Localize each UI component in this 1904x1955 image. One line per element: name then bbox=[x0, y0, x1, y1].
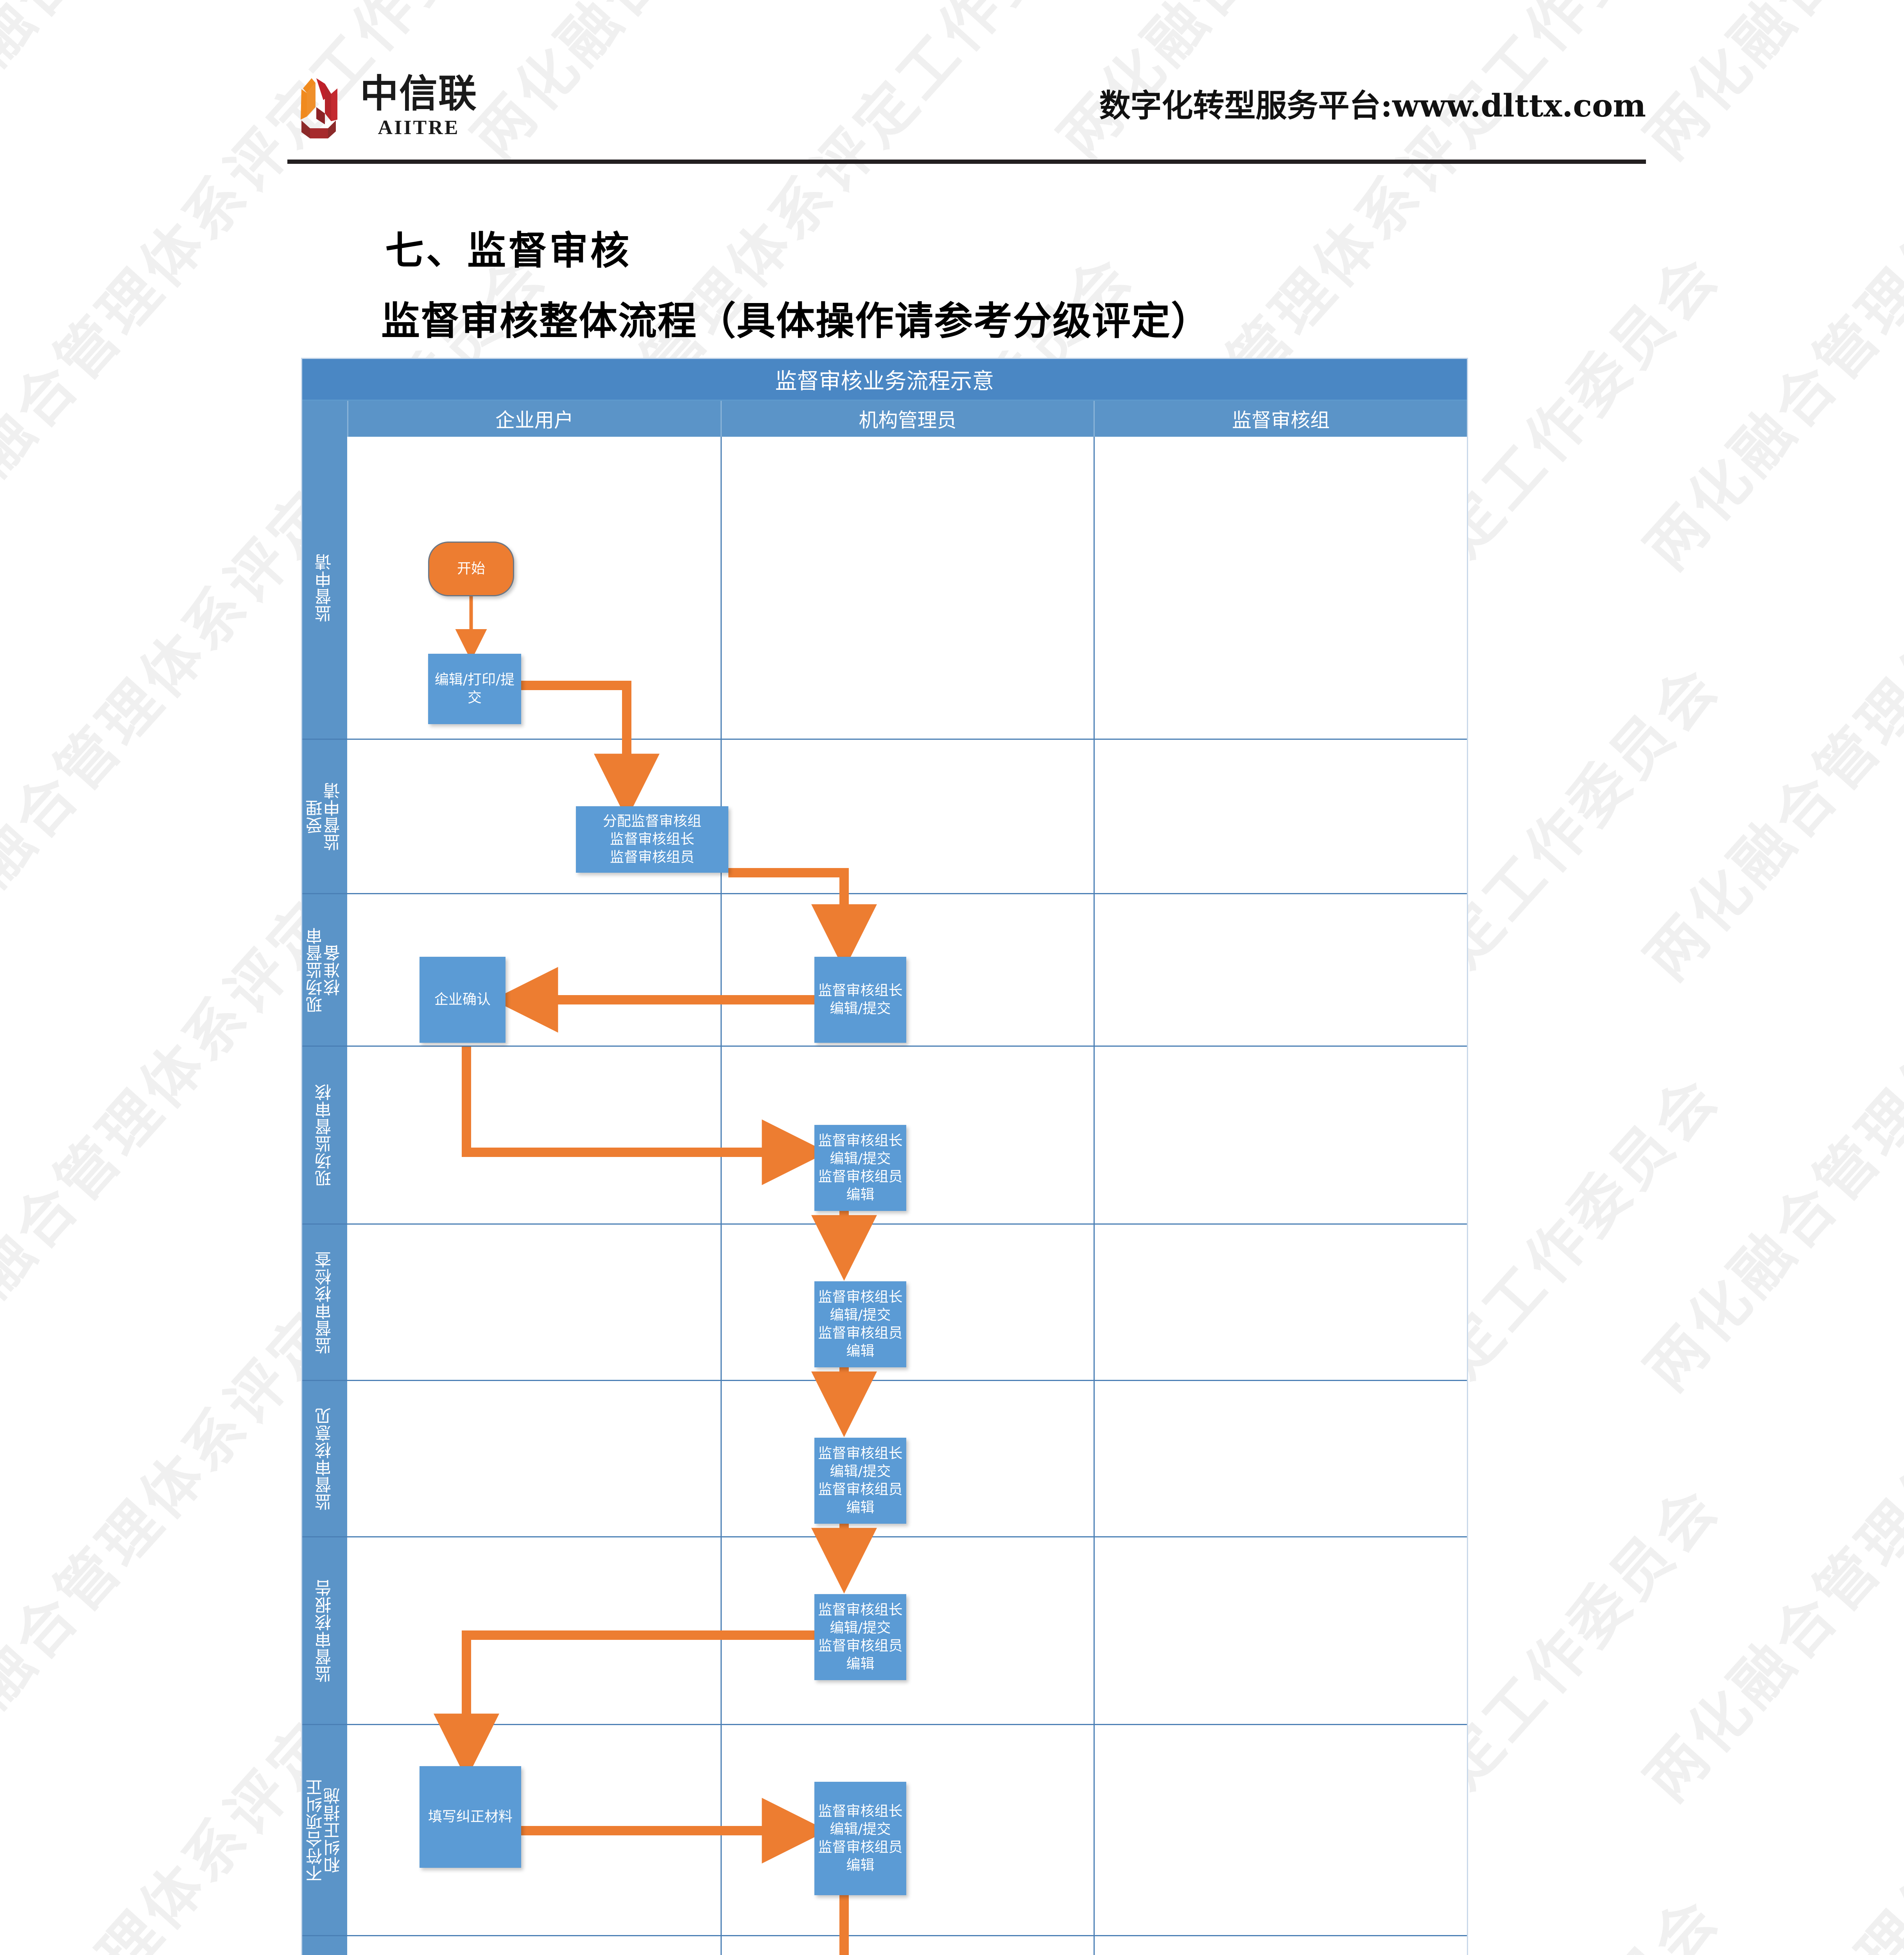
lane-cell bbox=[722, 1047, 1095, 1223]
lane-cell bbox=[1095, 437, 1467, 739]
lane-accept-application: 受理 监督申请 bbox=[302, 740, 1467, 894]
node-assign-supervision-group[interactable]: 分配监督审核组 监督审核组长 监督审核组员 bbox=[576, 806, 728, 873]
node-edit-print-submit[interactable]: 编辑/打印/提交 bbox=[428, 654, 521, 724]
lane-audit-inspection: 监督审核检查 bbox=[302, 1225, 1467, 1381]
watermark-text: 两化融合管理体系评定工作委员会 bbox=[1633, 652, 1904, 1403]
lane-cell bbox=[722, 437, 1095, 739]
lane-label-audit-opinion: 监督审核意见 bbox=[302, 1381, 348, 1536]
lane-label-text: 现场监督审核 bbox=[314, 1083, 334, 1187]
lane-cell bbox=[348, 437, 722, 739]
lane-cell bbox=[348, 1047, 722, 1223]
lane-cell bbox=[348, 894, 722, 1046]
lane-label-audit-report: 监督审核报告 bbox=[302, 1537, 348, 1724]
lane-label-accept-application: 受理 监督申请 bbox=[302, 740, 348, 893]
lane-cell bbox=[348, 1225, 722, 1380]
logo-english-text: AIITRE bbox=[378, 116, 460, 139]
lane-cell bbox=[722, 1225, 1095, 1380]
lane-label-text: 监督审核报告 bbox=[314, 1579, 334, 1682]
lane-nonconformity-correction: 不符合项纠正 和纠正措施 bbox=[302, 1725, 1467, 1936]
watermark-text: 两化融合管理体系评定工作委员会 bbox=[1623, 1874, 1904, 1955]
lane-cell bbox=[1095, 1047, 1467, 1223]
lane-onsite-preparation: 现场监督审 核准备 bbox=[302, 894, 1467, 1047]
lane-cell bbox=[348, 1381, 722, 1536]
lane-audit-opinion: 监督审核意见 bbox=[302, 1381, 1467, 1537]
watermark-text: 两化融合管理体系评定工作委员会 bbox=[1633, 1473, 1904, 1955]
logo-chinese-text: 中信联 bbox=[360, 71, 478, 116]
lane-cell bbox=[1095, 1537, 1467, 1724]
page-subtitle: 监督审核整体流程（具体操作请参考分级评定） bbox=[381, 298, 1210, 344]
header-divider-rule bbox=[287, 160, 1646, 164]
section-heading: 七、监督审核 bbox=[385, 228, 631, 273]
flowchart-title: 监督审核业务流程示意 bbox=[302, 359, 1467, 401]
node-group-leader-edit-submit[interactable]: 监督审核组长 编辑/提交 bbox=[814, 957, 906, 1043]
header-corner-spacer bbox=[302, 401, 348, 437]
lane-label-text: 不符合项纠正 和纠正措施 bbox=[306, 1778, 343, 1882]
watermark-text: 两化融合管理体系评定工作委员会 bbox=[1633, 242, 1904, 992]
lane-label-onsite-preparation: 现场监督审 核准备 bbox=[302, 894, 348, 1046]
lane-supervision-application: 监督申请 bbox=[302, 437, 1467, 740]
watermark-text: 两化融合管理体系评定工作委员会 bbox=[1633, 1063, 1904, 1813]
node-start[interactable]: 开始 bbox=[428, 542, 514, 596]
lane-label-onsite-audit: 现场监督审核 bbox=[302, 1047, 348, 1223]
lane-cell bbox=[348, 1537, 722, 1724]
lane-label-nonconformity-correction: 不符合项纠正 和纠正措施 bbox=[302, 1725, 348, 1935]
lane-cell bbox=[722, 1381, 1095, 1536]
lane-cell bbox=[1095, 894, 1467, 1046]
lane-label-text: 监督审核检查 bbox=[314, 1250, 334, 1354]
lane-cell bbox=[1095, 1381, 1467, 1536]
lane-label-text: 受理 监督申请 bbox=[306, 782, 343, 851]
page-header: 中信联 AIITRE 数字化转型服务平台:www.dlttx.com bbox=[0, 55, 1904, 172]
node-correction-review-group[interactable]: 监督审核组长 编辑/提交 监督审核组员 编辑 bbox=[814, 1782, 906, 1895]
node-enterprise-confirm[interactable]: 企业确认 bbox=[420, 957, 506, 1043]
lane-cell bbox=[722, 740, 1095, 893]
lane-cell bbox=[348, 1725, 722, 1935]
lane-audit-conclusion: 监督审核结论 bbox=[302, 1936, 1467, 1955]
lane-cell bbox=[722, 894, 1095, 1046]
node-audit-opinion-group[interactable]: 监督审核组长 编辑/提交 监督审核组员 编辑 bbox=[814, 1438, 906, 1524]
node-audit-inspection-group[interactable]: 监督审核组长 编辑/提交 监督审核组员 编辑 bbox=[814, 1281, 906, 1367]
flowchart-column-headers: 企业用户 机构管理员 监督审核组 bbox=[302, 401, 1467, 437]
lane-cell bbox=[348, 1936, 722, 1955]
node-fill-correction-material[interactable]: 填写纠正材料 bbox=[420, 1766, 521, 1868]
node-audit-report-group[interactable]: 监督审核组长 编辑/提交 监督审核组员 编辑 bbox=[814, 1594, 906, 1680]
lane-label-supervision-application: 监督申请 bbox=[302, 437, 348, 739]
flowchart-nodes: 开始 编辑/打印/提交 分配监督审核组 监督审核组长 监督审核组员 企业确认 监… bbox=[302, 437, 1467, 1955]
column-header-enterprise-user: 企业用户 bbox=[348, 401, 722, 437]
lane-cell bbox=[722, 1936, 1095, 1955]
lane-cell bbox=[1095, 740, 1467, 893]
lane-cell bbox=[722, 1725, 1095, 1935]
flowchart-container: 监督审核业务流程示意 企业用户 机构管理员 监督审核组 监督申请 受理 监督申请… bbox=[301, 358, 1468, 1955]
lane-label-audit-inspection: 监督审核检查 bbox=[302, 1225, 348, 1380]
column-header-supervision-group: 监督审核组 bbox=[1232, 409, 1330, 432]
lane-cell bbox=[722, 1537, 1095, 1724]
lane-label-audit-conclusion: 监督审核结论 bbox=[302, 1936, 348, 1955]
lane-cell bbox=[1095, 1225, 1467, 1380]
lane-label-text: 监督申请 bbox=[314, 553, 334, 622]
lane-cell bbox=[1095, 1725, 1467, 1935]
node-onsite-audit-group[interactable]: 监督审核组长 编辑/提交 监督审核组员 编辑 bbox=[814, 1125, 906, 1211]
column-header-org-admin: 机构管理员 bbox=[722, 401, 1095, 437]
lane-label-text: 现场监督审 核准备 bbox=[306, 927, 343, 1013]
lane-cell bbox=[1095, 1936, 1467, 1955]
aiitre-logo-icon bbox=[301, 78, 337, 138]
lane-label-text: 监督审核意见 bbox=[314, 1407, 334, 1510]
header-platform-url: 数字化转型服务平台:www.dlttx.com bbox=[1099, 87, 1646, 124]
flowchart-body: 监督申请 受理 监督申请 现场监督审 核准备 现场监督审核 监督审核检查 监督审… bbox=[302, 437, 1467, 1955]
brand-logo: 中信联 AIITRE bbox=[287, 70, 477, 144]
